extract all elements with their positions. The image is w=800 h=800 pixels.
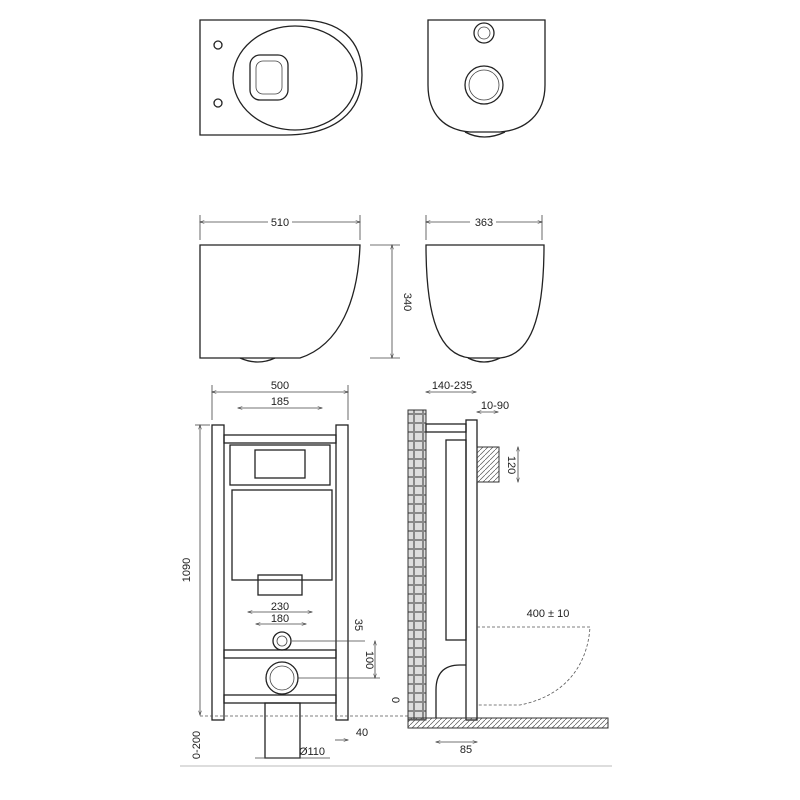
dim-inlet-offset: 35 [352, 619, 364, 631]
dim-bowl-length: 510 [271, 217, 289, 229]
dim-bolt-inner: 180 [271, 613, 289, 625]
dim-floor-offset: 85 [460, 744, 472, 756]
dim-bowl-width: 363 [475, 217, 493, 229]
dim-frame-width: 500 [271, 380, 289, 392]
dim-frame-top-inner: 185 [271, 396, 289, 408]
bowl-front-view: 363 [425, 214, 545, 363]
dim-bolt-outer: 230 [271, 601, 289, 613]
dim-flush-depth: 10-90 [481, 400, 509, 412]
bowl-top-view [199, 19, 363, 136]
dim-outlet-offset: 100 [363, 651, 375, 669]
installation-frame-front: 500 185 230 180 35 100 1090 0 0-200 40 Ø… [181, 380, 410, 759]
dim-leg-offset: 40 [356, 727, 368, 739]
dim-frame-height: 1090 [181, 558, 193, 582]
dim-flush-height: 120 [505, 456, 517, 474]
dim-drain-diameter: Ø110 [299, 746, 325, 758]
dim-bowl-height: 340 [401, 293, 413, 311]
bowl-rear-view [427, 19, 546, 138]
dim-leg-adjust: 0-200 [191, 731, 203, 759]
dim-floor-zero: 0 [389, 697, 401, 703]
dim-seat-height: 400 ± 10 [527, 608, 570, 620]
bowl-side-view: 510 340 [199, 214, 413, 363]
installation-frame-side: 140-235 10-90 120 400 ± 10 85 [407, 380, 609, 756]
dim-wall-depth: 140-235 [432, 380, 472, 392]
